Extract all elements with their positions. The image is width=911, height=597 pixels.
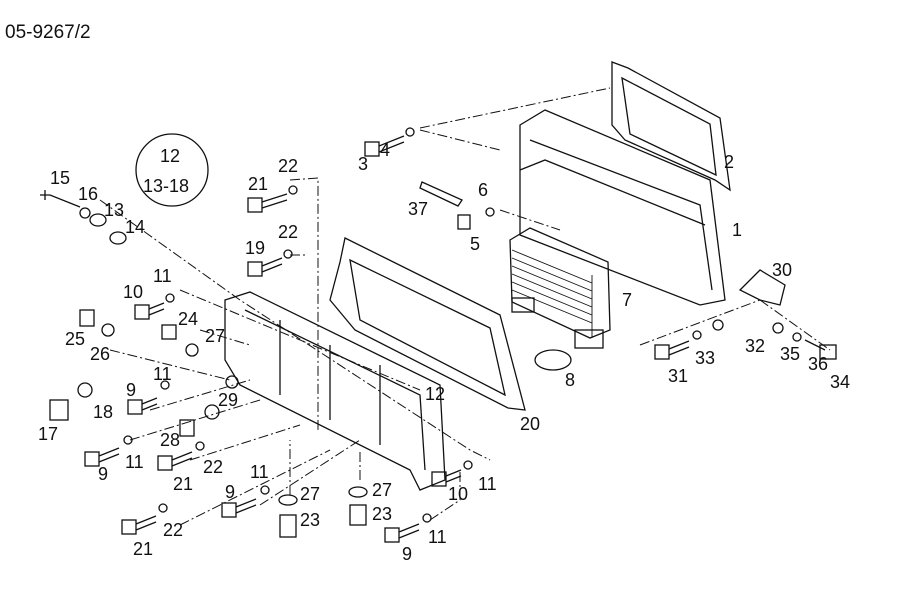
callout: 25 (65, 329, 85, 349)
tube-37 (419, 181, 463, 207)
callout: 29 (218, 390, 238, 410)
group-callout: 12 13-18 (135, 133, 209, 207)
callout: 9 (126, 380, 136, 400)
gasket-8 (534, 349, 572, 371)
bracket-30 (738, 269, 786, 306)
leader-lines (99, 87, 831, 526)
callout: 30 (772, 260, 792, 280)
callout: 35 (780, 344, 800, 364)
callout-labels: 15 16 13 14 21 22 3 4 2 6 37 5 1 22 19 1… (38, 140, 850, 564)
callout: 11 (153, 266, 172, 286)
callout: 13 (104, 200, 124, 220)
callout: 12 (425, 384, 445, 404)
callout: 11 (478, 474, 497, 494)
callout: 23 (300, 510, 320, 530)
callout: 4 (380, 140, 390, 160)
callout: 23 (372, 504, 392, 524)
callout: 6 (478, 180, 488, 200)
callout: 21 (173, 474, 193, 494)
oil-cooler-7 (509, 227, 611, 349)
callout: 14 (125, 217, 145, 237)
callout: 11 (428, 527, 447, 547)
group-callout-main: 12 (160, 146, 180, 166)
callout: 3 (358, 154, 368, 174)
gasket-20 (329, 237, 526, 411)
callout: 5 (470, 234, 480, 254)
callout: 7 (622, 290, 632, 310)
callout: 22 (278, 156, 298, 176)
callout: 24 (178, 309, 198, 329)
callout: 9 (98, 464, 108, 484)
callout: 11 (250, 462, 269, 482)
callout: 22 (203, 457, 223, 477)
callout: 31 (668, 366, 688, 386)
callout: 15 (50, 168, 70, 188)
callout: 21 (133, 539, 153, 559)
callout: 22 (163, 520, 183, 540)
drawing-number: 05-9267/2 (5, 22, 91, 43)
callout: 10 (123, 282, 143, 302)
callout: 34 (830, 372, 850, 392)
callout: 27 (372, 480, 392, 500)
callout: 28 (160, 430, 180, 450)
callout: 37 (408, 199, 428, 219)
callout: 11 (125, 452, 144, 472)
callout: 20 (520, 414, 540, 434)
callout: 22 (278, 222, 298, 242)
callout: 36 (808, 354, 828, 374)
callout: 27 (205, 326, 225, 346)
callout: 21 (248, 174, 268, 194)
callout: 9 (402, 544, 412, 564)
callout: 27 (300, 484, 320, 504)
housing-1 (519, 109, 726, 306)
callout: 33 (695, 348, 715, 368)
callout: 16 (78, 184, 98, 204)
callout: 17 (38, 424, 58, 444)
gasket-2 (611, 61, 731, 192)
callout: 10 (448, 484, 468, 504)
callout: 32 (745, 336, 765, 356)
callout: 18 (93, 402, 113, 422)
callout: 11 (153, 364, 172, 384)
callout: 8 (565, 370, 575, 390)
fasteners (40, 127, 837, 543)
callout: 9 (225, 482, 235, 502)
housing-12 (224, 291, 446, 491)
callout: 2 (724, 152, 734, 172)
callout: 26 (90, 344, 110, 364)
callout: 19 (245, 238, 265, 258)
group-callout-range: 13-18 (143, 176, 189, 196)
callout: 1 (732, 220, 742, 240)
